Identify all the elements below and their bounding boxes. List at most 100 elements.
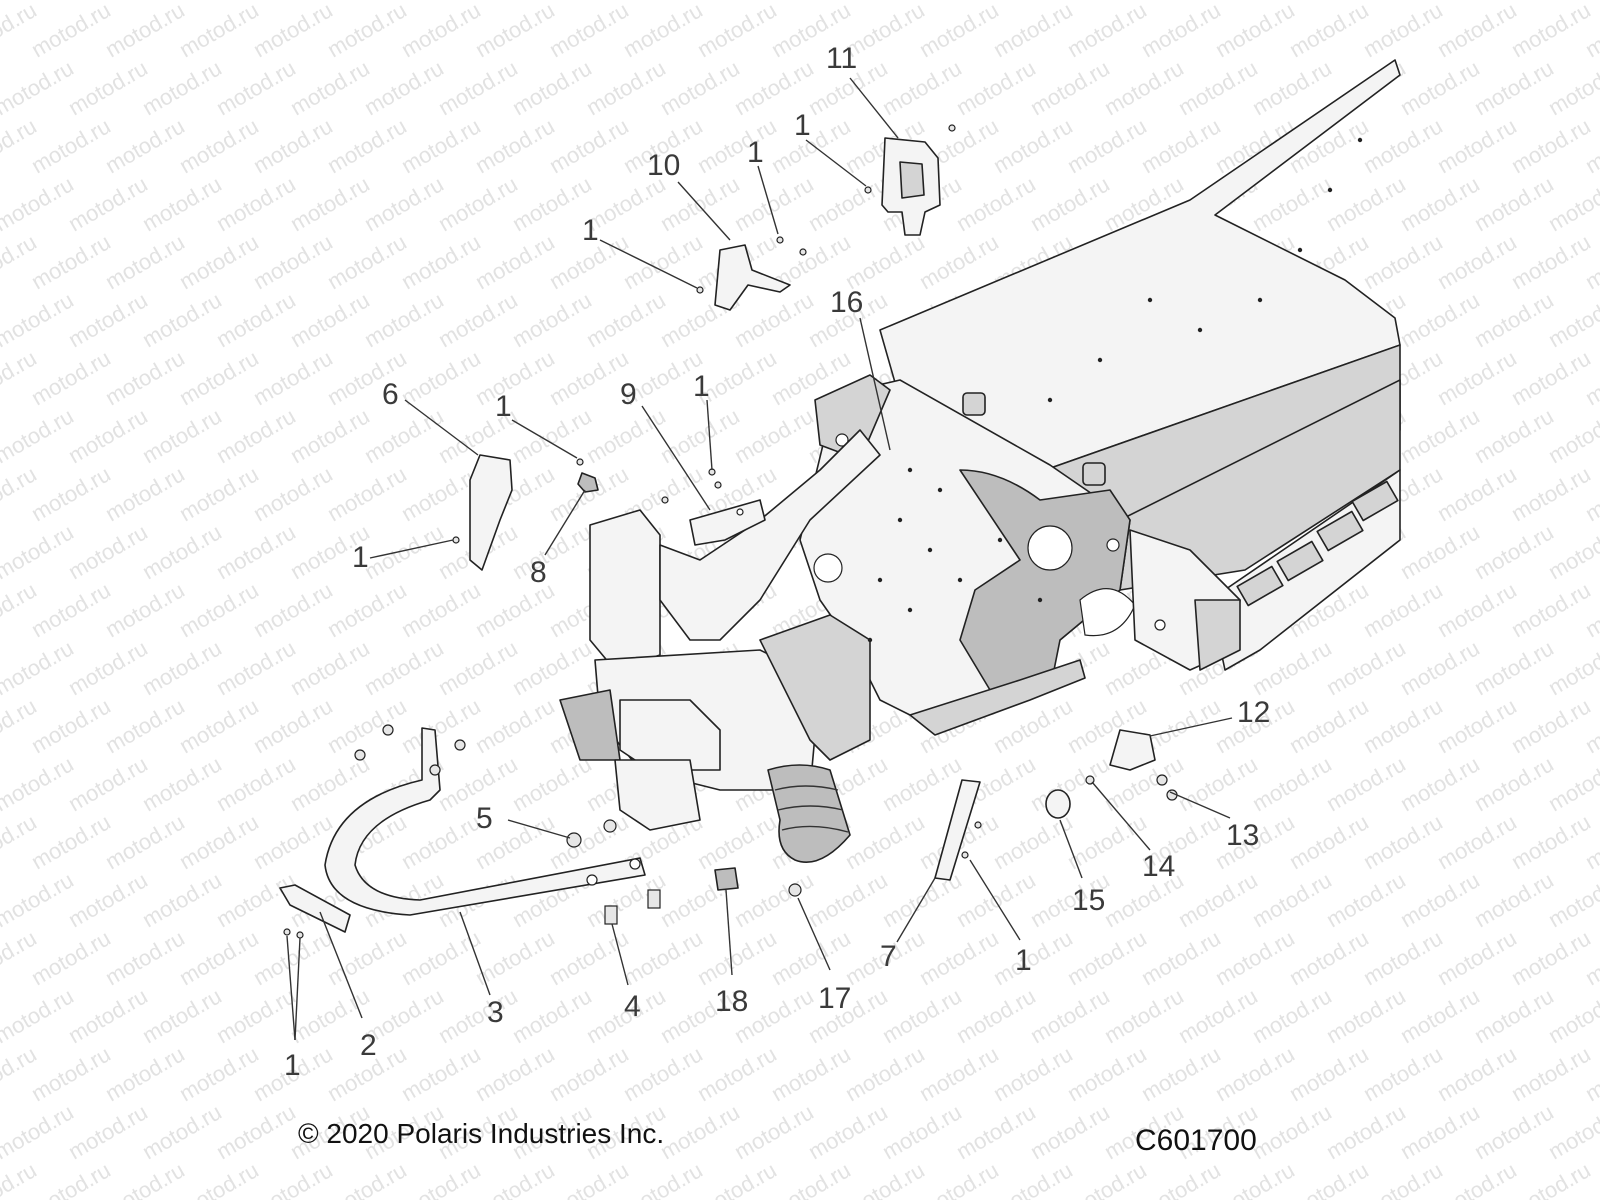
watermark-text: motod.ru (434, 0, 522, 4)
watermark-text: motod.ru (878, 55, 966, 120)
watermark-text: motod.ru (434, 983, 522, 1048)
watermark-text: motod.ru (101, 693, 189, 758)
watermark-text: motod.ru (656, 0, 744, 4)
watermark-text: motod.ru (471, 693, 559, 758)
watermark-text: motod.ru (64, 519, 152, 584)
watermark-text: motod.ru (471, 0, 559, 62)
watermark-text: motod.ru (730, 0, 818, 4)
watermark-text: motod.ru (1433, 229, 1521, 294)
watermark-text: motod.ru (1544, 55, 1600, 120)
watermark-text: motod.ru (1063, 113, 1151, 178)
watermark-text: motod.ru (1026, 1099, 1114, 1164)
callout-1: 1 (794, 109, 811, 142)
part-2-plate (279, 884, 351, 939)
watermark-text: motod.ru (1285, 809, 1373, 874)
watermark-text: motod.ru (27, 0, 115, 62)
watermark-text: motod.ru (1470, 403, 1558, 468)
watermark-text: motod.ru (1507, 461, 1595, 526)
callout-1: 1 (284, 1049, 301, 1082)
watermark-text: motod.ru (323, 0, 411, 62)
watermark-text: motod.ru (1396, 403, 1484, 468)
watermark-text: motod.ru (360, 635, 448, 700)
watermark-text: motod.ru (619, 229, 707, 294)
watermark-text: motod.ru (64, 0, 152, 4)
watermark-text: motod.ru (508, 519, 596, 584)
watermark-text: motod.ru (1470, 171, 1558, 236)
track-cleats (1236, 480, 1399, 607)
watermark-text: motod.ru (1100, 983, 1188, 1048)
watermark-text: motod.ru (397, 693, 485, 758)
watermark-text: motod.ru (323, 229, 411, 294)
watermark-text: motod.ru (323, 693, 411, 758)
watermark-text: motod.ru (397, 809, 485, 874)
watermark-text: motod.ru (138, 403, 226, 468)
part-6-side-guard (452, 454, 513, 571)
callout-1: 1 (582, 214, 599, 247)
watermark-text: motod.ru (397, 577, 485, 642)
watermark-text: motod.ru (730, 867, 818, 932)
watermark-text: motod.ru (360, 171, 448, 236)
watermark-text: motod.ru (1544, 867, 1600, 932)
watermark-text: motod.ru (212, 635, 300, 700)
watermark-text: motod.ru (249, 925, 337, 990)
watermark-text: motod.ru (1285, 1041, 1373, 1106)
watermark-text: motod.ru (730, 403, 818, 468)
watermark-text: motod.ru (360, 403, 448, 468)
watermark-text: motod.ru (1396, 0, 1484, 4)
watermark-text: motod.ru (286, 403, 374, 468)
watermark-text: motod.ru (138, 867, 226, 932)
watermark-text: motod.ru (249, 0, 337, 62)
watermark-text: motod.ru (693, 0, 781, 62)
watermark-text: motod.ru (323, 113, 411, 178)
watermark-text: motod.ru (1063, 809, 1151, 874)
watermark-text: motod.ru (64, 55, 152, 120)
watermark-text: motod.ru (397, 0, 485, 62)
watermark-text: motod.ru (1211, 1041, 1299, 1106)
watermark-text: motod.ru (952, 171, 1040, 236)
watermark-text: motod.ru (1248, 983, 1336, 1048)
watermark-text: motod.ru (27, 345, 115, 410)
watermark-text: motod.ru (138, 171, 226, 236)
watermark-text: motod.ru (397, 1041, 485, 1106)
watermark-text: motod.ru (804, 171, 892, 236)
watermark-text: motod.ru (0, 751, 78, 816)
watermark-text: motod.ru (1359, 229, 1447, 294)
watermark-text: motod.ru (915, 925, 1003, 990)
watermark-text: motod.ru (989, 925, 1077, 990)
watermark-text: motod.ru (693, 113, 781, 178)
callout-10: 10 (647, 149, 680, 182)
copyright-notice: © 2020 Polaris Industries Inc. (298, 1118, 665, 1149)
watermark-text: motod.ru (915, 1041, 1003, 1106)
watermark-text: motod.ru (175, 809, 263, 874)
watermark-text: motod.ru (1433, 693, 1521, 758)
watermark-text: motod.ru (64, 635, 152, 700)
watermark-text: motod.ru (730, 287, 818, 352)
callout-15: 15 (1072, 884, 1105, 917)
watermark-text: motod.ru (1026, 171, 1114, 236)
watermark-text: motod.ru (249, 809, 337, 874)
watermark-text: motod.ru (1470, 751, 1558, 816)
watermark-text: motod.ru (582, 55, 670, 120)
watermark-text: motod.ru (1100, 0, 1188, 4)
watermark-text: motod.ru (101, 577, 189, 642)
watermark-text: motod.ru (138, 983, 226, 1048)
watermark-text: motod.ru (619, 0, 707, 62)
watermark-text: motod.ru (1507, 925, 1595, 990)
callout-2: 2 (360, 1029, 377, 1062)
watermark-text: motod.ru (101, 229, 189, 294)
watermark-text: motod.ru (249, 461, 337, 526)
watermark-text: motod.ru (397, 113, 485, 178)
watermark-text: motod.ru (693, 925, 781, 990)
watermark-text: motod.ru (1063, 0, 1151, 62)
watermark-text: motod.ru (0, 287, 78, 352)
watermark-text: motod.ru (471, 1041, 559, 1106)
watermark-text: motod.ru (508, 0, 596, 4)
watermark-text: motod.ru (1544, 635, 1600, 700)
watermark-text: motod.ru (138, 751, 226, 816)
watermark-text: motod.ru (1470, 287, 1558, 352)
watermark-text: motod.ru (989, 809, 1077, 874)
callout-14: 14 (1142, 850, 1175, 883)
watermark-text: motod.ru (101, 1041, 189, 1106)
